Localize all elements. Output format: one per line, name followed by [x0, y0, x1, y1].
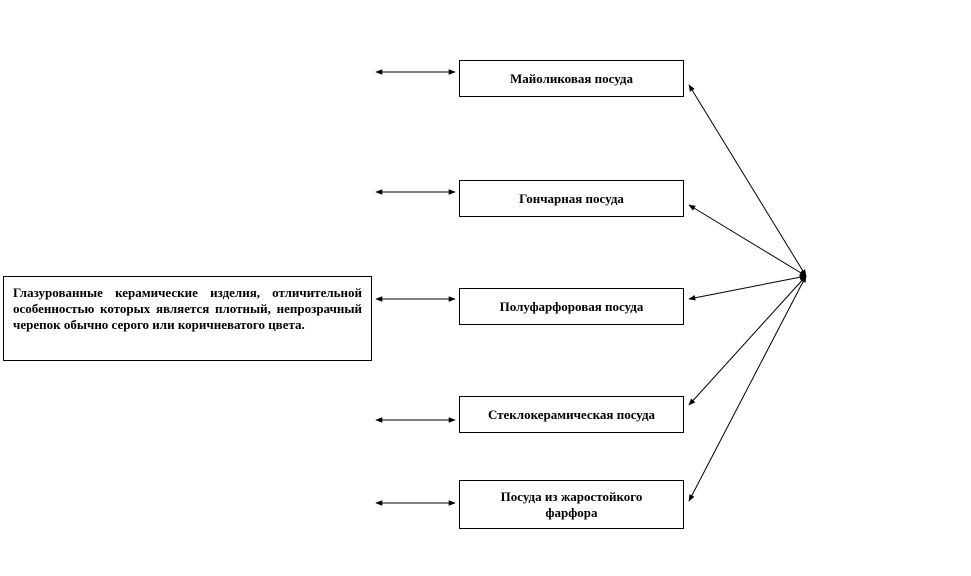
type-label: Стеклокерамическая посуда — [487, 406, 656, 422]
right-arrow-2 — [688, 204, 807, 277]
right-arrow-5 — [688, 275, 807, 502]
type-label: Гончарная посуда — [519, 190, 624, 206]
type-box-pottery: Гончарная посуда — [459, 180, 684, 217]
type-label: Майоликовая посуда — [509, 70, 634, 86]
right-arrow-1 — [688, 84, 807, 277]
type-box-majolica: Майоликовая посуда — [459, 60, 684, 97]
type-label: Посуда из жаростойкого фарфора — [500, 488, 643, 520]
type-box-heat-resistant-porcelain: Посуда из жаростойкого фарфора — [459, 480, 684, 529]
type-box-semi-porcelain: Полуфарфоровая посуда — [459, 288, 684, 325]
definition-box: Глазурованные керамические изделия, отли… — [3, 276, 372, 361]
definition-text: Глазурованные керамические изделия, отли… — [13, 285, 362, 332]
type-label: Полуфарфоровая посуда — [499, 298, 644, 314]
type-box-glass-ceramic: Стеклокерамическая посуда — [459, 396, 684, 433]
